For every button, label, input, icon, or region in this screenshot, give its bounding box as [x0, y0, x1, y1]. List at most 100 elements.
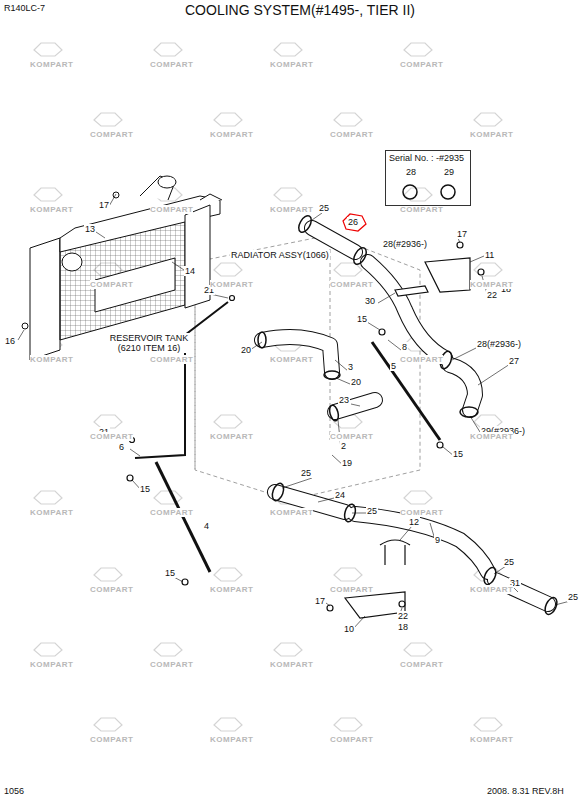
callout-number: 15	[164, 568, 176, 578]
callout-number: 28	[406, 167, 416, 177]
callout-number: 23	[338, 395, 350, 405]
watermark: KOMPART	[210, 280, 253, 289]
watermark: KOMPART	[470, 432, 513, 441]
watermark-logo	[334, 113, 362, 126]
watermark-logo	[154, 491, 182, 504]
watermark: COMPART	[90, 280, 133, 289]
callout-number: 13	[84, 224, 96, 234]
callout-number: 12	[408, 517, 420, 527]
callout-number: 29	[444, 167, 454, 177]
callout-number: 25	[318, 203, 330, 213]
watermark-logo	[274, 43, 302, 56]
part-note: 28(#2936-)	[476, 339, 522, 349]
callout-number: 4	[203, 521, 210, 531]
callout-number: 25	[366, 506, 378, 516]
watermark-logo	[214, 718, 242, 731]
watermark-logo	[34, 491, 62, 504]
callout-number: 17	[314, 596, 326, 606]
watermark-logo	[94, 568, 122, 581]
watermark: COMPART	[400, 60, 443, 69]
watermark: COMPART	[90, 130, 133, 139]
callout-number: 11	[484, 250, 495, 260]
watermark: COMPART	[330, 280, 373, 289]
model-code: R140LC-7	[3, 3, 46, 13]
watermark-logo	[274, 188, 302, 201]
watermark-logo	[214, 113, 242, 126]
watermark: COMPART	[90, 735, 133, 744]
callout-number: 17	[456, 229, 468, 239]
watermark: COMPART	[150, 660, 193, 669]
serial-heading: Serial No. : -#2935	[389, 153, 464, 163]
callout-number: 25	[567, 592, 579, 602]
watermark: KOMPART	[30, 660, 73, 669]
callout-number: 30	[364, 296, 376, 306]
watermark-logo	[94, 718, 122, 731]
watermark: COMPART	[90, 432, 133, 441]
watermark: KOMPART	[270, 355, 313, 364]
watermark: KOMPART	[210, 130, 253, 139]
callout-number: 3	[347, 362, 354, 372]
watermark: KOMPART	[270, 205, 313, 214]
watermark-logo	[214, 415, 242, 428]
callout-number: 14	[184, 266, 196, 276]
watermark: KOMPART	[470, 735, 513, 744]
watermark: COMPART	[150, 60, 193, 69]
watermark-logo	[274, 643, 302, 656]
callout-number: 22	[397, 611, 409, 621]
watermark: COMPART	[150, 355, 193, 364]
callout-number: 17	[98, 200, 110, 210]
callout-number: 27	[508, 356, 520, 366]
watermark-logo	[474, 263, 502, 276]
diagram-title: COOLING SYSTEM(#1495-, TIER II)	[185, 2, 415, 18]
watermark: COMPART	[150, 205, 193, 214]
watermark-logo	[474, 718, 502, 731]
watermark: COMPART	[330, 432, 373, 441]
watermark: KOMPART	[470, 585, 513, 594]
watermark: KOMPART	[30, 60, 73, 69]
watermark: KOMPART	[210, 735, 253, 744]
page-footer: 2008. 8.31 REV.8H	[486, 786, 565, 796]
watermark-logo	[334, 718, 362, 731]
watermark: KOMPART	[270, 60, 313, 69]
watermark-logo	[334, 263, 362, 276]
watermark: COMPART	[400, 355, 443, 364]
watermark: KOMPART	[210, 432, 253, 441]
callout-number: 15	[452, 449, 464, 459]
watermark: KOMPART	[470, 280, 513, 289]
part-note: RESERVOIR TANK (6210 ITEM 16)	[108, 333, 190, 353]
callout-number: 8	[401, 342, 408, 352]
callout-number: 22	[486, 290, 498, 300]
callout-number: 15	[356, 314, 368, 324]
watermark: COMPART	[330, 585, 373, 594]
watermark-logo	[474, 113, 502, 126]
callout-number: 25	[503, 557, 515, 567]
callout-number: 19	[341, 458, 353, 468]
part-note: 28(#2936-)	[382, 239, 428, 249]
watermark: COMPART	[330, 735, 373, 744]
watermark: COMPART	[90, 585, 133, 594]
callout-number: 9	[434, 535, 441, 545]
watermark-logo	[404, 643, 432, 656]
callout-number: 15	[139, 484, 151, 494]
serial-box: Serial No. : -#2935 28 29	[385, 150, 471, 206]
callout-number: 18	[397, 622, 409, 632]
callout-number: 10	[343, 624, 355, 634]
callout-number: 26	[347, 217, 359, 227]
watermark: KOMPART	[30, 355, 73, 364]
callout-number: 2	[340, 441, 347, 451]
watermark-logo	[214, 568, 242, 581]
watermark-logo	[34, 643, 62, 656]
part-note: RADIATOR ASSY(1066)	[230, 250, 330, 260]
callout-number: 24	[334, 490, 346, 500]
watermark: KOMPART	[270, 660, 313, 669]
watermark: KOMPART	[30, 508, 73, 517]
watermark-logo	[34, 43, 62, 56]
page-footer: 1056	[3, 786, 25, 796]
callout-number: 5	[390, 361, 397, 371]
watermark-logo	[404, 43, 432, 56]
watermark: COMPART	[330, 130, 373, 139]
watermark-logo	[154, 43, 182, 56]
watermark-logo	[334, 568, 362, 581]
watermark: KOMPART	[270, 508, 313, 517]
